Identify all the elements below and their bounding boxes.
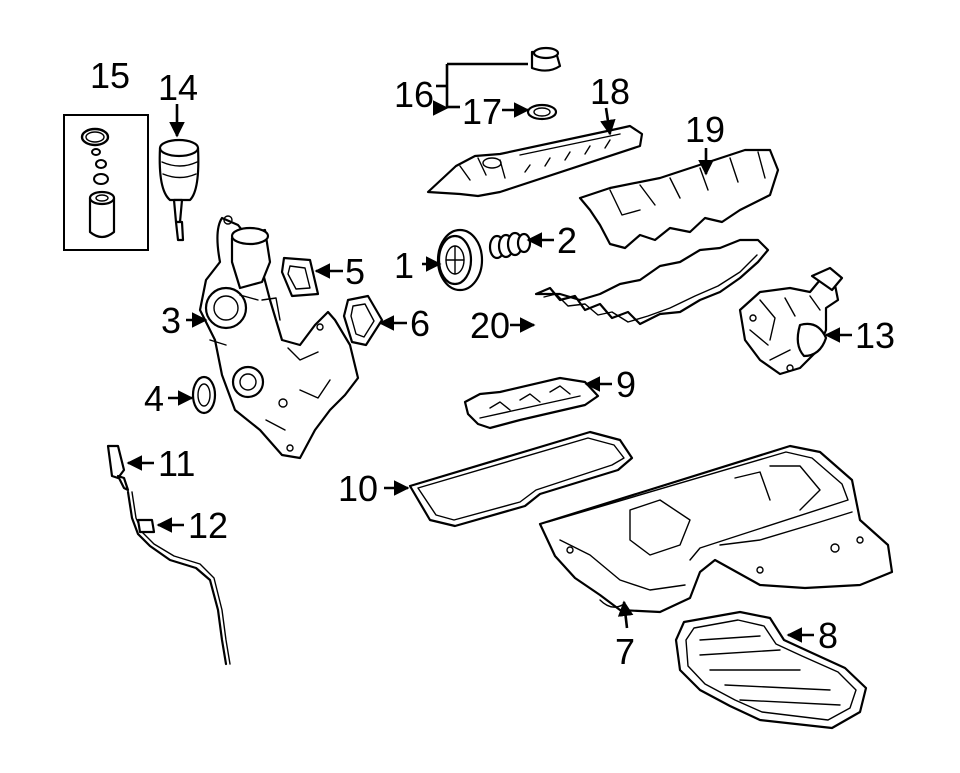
- callout-12: 12: [188, 505, 228, 546]
- callout-8: 8: [818, 615, 838, 656]
- callout-7: 7: [615, 631, 635, 672]
- part-10-pan-gasket: [408, 430, 634, 528]
- part-16-oil-cap: [530, 46, 562, 72]
- callout-6: 6: [410, 303, 430, 344]
- callout-19: 19: [685, 109, 725, 150]
- callout-11: 11: [158, 443, 195, 484]
- callout-17: 17: [462, 91, 502, 132]
- part-7-oil-pan-upper: [538, 444, 894, 614]
- part-18-valve-cover: [426, 124, 644, 198]
- callout-20: 20: [470, 305, 510, 346]
- part-20-gasket: [534, 238, 770, 326]
- callout-13: 13: [855, 315, 895, 356]
- callout-labels: 15 14 16 17 18 19 1 2 5 3 6 20 13 4 9 11…: [90, 55, 895, 672]
- callout-15: 15: [90, 55, 130, 96]
- callout-14: 14: [158, 67, 198, 108]
- part-1-pulley: [436, 228, 484, 292]
- callout-3: 3: [161, 300, 181, 341]
- part-17-o-ring: [526, 103, 558, 121]
- callout-2: 2: [557, 220, 577, 261]
- callout-5: 5: [345, 251, 365, 292]
- callout-16: 16: [394, 74, 434, 115]
- callout-18: 18: [590, 71, 630, 112]
- part-6-gasket: [342, 294, 384, 347]
- part-12-dipstick-tube: [126, 490, 231, 666]
- part-14-filter-housing: [158, 138, 200, 242]
- part-11-dipstick-handle: [106, 444, 130, 492]
- callout-1: 1: [394, 245, 414, 286]
- part-4-crank-seal: [191, 375, 217, 415]
- callout-9: 9: [616, 364, 636, 405]
- part-15-oil-filter-kit: [63, 114, 149, 251]
- part-9-baffle: [463, 376, 600, 430]
- part-8-oil-pan-lower: [674, 610, 868, 730]
- part-2-bellows: [488, 231, 532, 260]
- part-5-gasket: [280, 256, 320, 298]
- part-13-oil-pump: [738, 266, 844, 376]
- callout-4: 4: [144, 378, 164, 419]
- part-3-timing-cover: [198, 215, 360, 460]
- callout-10: 10: [338, 468, 378, 509]
- leader-lines: [126, 62, 852, 643]
- part-19-valve-cover: [578, 148, 780, 250]
